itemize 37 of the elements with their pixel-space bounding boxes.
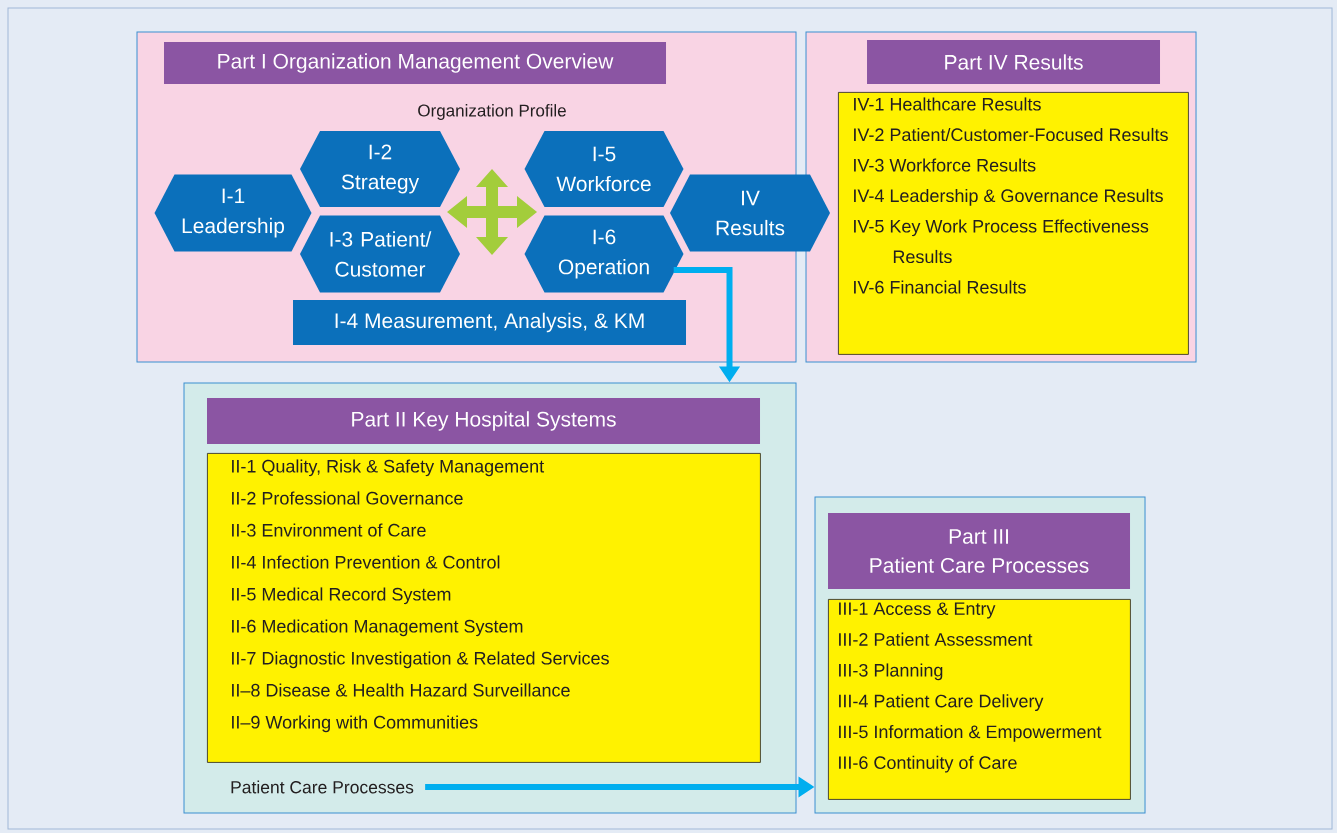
list-item: IV-4 Leadership & Governance Results (854, 188, 1163, 206)
list-box (207, 453, 761, 763)
list-item: III-6 Continuity of Care (839, 755, 1017, 773)
list-item: IV-5 Key Work Process Effectiveness Results (854, 219, 1149, 264)
list-item: II-3 Environment of Care (232, 523, 426, 537)
header-band: Part III Patient Care Processes (828, 513, 1130, 589)
process-box: I-4 Measurement, Analysis, & KM (293, 300, 686, 345)
list-item: II–8 Disease & Health Hazard Surveillance (232, 683, 570, 697)
header-band: Part I Organization Management Overview (164, 42, 666, 84)
list-item: III-3 Planning (839, 663, 943, 681)
list-item: III-5 Information & Empowerment (839, 725, 1102, 742)
list-item: IV-6 Financial Results (854, 280, 1026, 294)
header-band: Part IV Results (867, 40, 1160, 84)
flow-label: Patient Care Processes (231, 780, 414, 794)
list-item: II-5 Medical Record System (232, 587, 451, 605)
hexagon: I-2 Strategy (300, 131, 460, 207)
list-item: IV-3 Workforce Results (854, 158, 1036, 172)
list-box (828, 599, 1131, 800)
subheading: Organization Profile (418, 104, 566, 120)
list-item: III-1 Access & Entry (839, 602, 996, 619)
hexagon: I-6 Operation (524, 215, 684, 293)
list-item: II-2 Professional Governance (232, 491, 463, 505)
hexagon: I-3 Patient/ Customer (300, 215, 460, 293)
hexagon: IV Results (670, 174, 830, 252)
list-item: III-4 Patient Care Delivery (839, 694, 1044, 711)
list-box (838, 92, 1189, 355)
list-item: II-1 Quality, Risk & Safety Management (232, 459, 545, 477)
list-item: II-4 Infection Prevention & Control (232, 555, 500, 569)
list-item: IV-2 Patient/Customer-Focused Results (854, 127, 1168, 142)
header-band: Part II Key Hospital Systems (207, 398, 760, 444)
list-item: II–9 Working with Communities (232, 715, 478, 733)
list-item: IV-1 Healthcare Results (854, 97, 1041, 111)
hexagon: I-1 Leadership (154, 174, 312, 252)
hexagon: I-5 Workforce (524, 131, 684, 207)
list-item: III-2 Patient Assessment (839, 632, 1033, 646)
list-item: II-6 Medication Management System (232, 619, 523, 637)
list-item: II-7 Diagnostic Investigation & Related Services (232, 651, 609, 669)
